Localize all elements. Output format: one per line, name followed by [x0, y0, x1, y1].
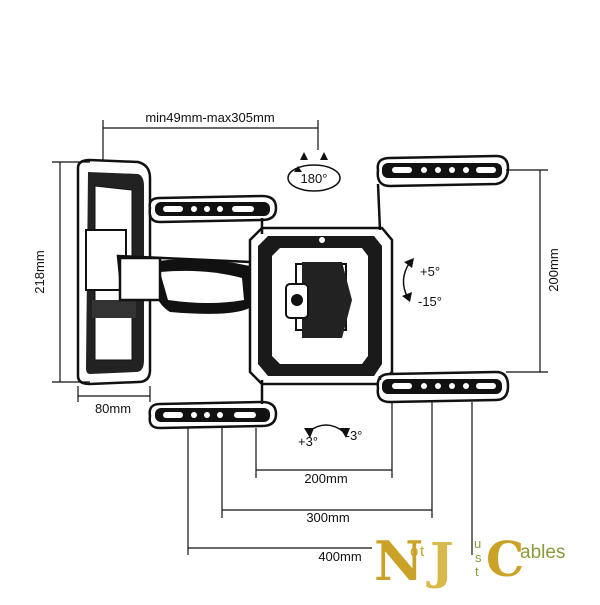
- tilt-up-label: +5°: [420, 264, 440, 279]
- tilt-down-label: -15°: [418, 294, 442, 309]
- rotation-left-label: +3°: [298, 434, 318, 449]
- bottom-right-rail: [376, 370, 510, 404]
- vesa-200-dimension: 200mm: [255, 402, 393, 486]
- swivel-arm: [116, 254, 256, 314]
- logo-letter-j: J: [426, 531, 454, 590]
- rail-connectors: [260, 183, 382, 404]
- swivel-indicator: 180°: [287, 152, 341, 192]
- vesa-300-dimension: 300mm: [221, 402, 433, 525]
- rotation-indicator: +3° -3°: [298, 424, 363, 449]
- arm-extension-dimension: min49mm-max305mm: [102, 110, 319, 160]
- top-left-rail: [148, 194, 278, 224]
- bottom-left-rail: [148, 400, 278, 430]
- logo-letter-s: s: [475, 550, 482, 565]
- vesa-300-label: 300mm: [306, 510, 349, 525]
- logo-letter-c: C: [486, 532, 524, 588]
- vesa-400-label: 400mm: [318, 549, 361, 564]
- brand-logo: N o t J u s t C ables: [374, 529, 565, 593]
- vesa-vertical-label: 200mm: [546, 248, 561, 291]
- logo-letter-o: o: [410, 543, 418, 560]
- tilt-indicator: +5° -15°: [402, 258, 442, 309]
- arm-extension-label: min49mm-max305mm: [145, 110, 274, 125]
- top-right-rail: [376, 154, 510, 188]
- wall-plate: [76, 158, 152, 386]
- swivel-label: 180°: [301, 171, 328, 186]
- wall-plate-width-label: 80mm: [95, 401, 131, 416]
- vesa-200-label: 200mm: [304, 471, 347, 486]
- logo-letter-n: N: [374, 529, 423, 593]
- logo-word-ables: ables: [520, 542, 565, 563]
- logo-letter-t2: t: [475, 564, 479, 579]
- wall-plate-width-dimension: 80mm: [77, 386, 151, 416]
- rotation-right-label: -3°: [346, 428, 363, 443]
- wall-plate-height-label: 218mm: [32, 250, 47, 293]
- mounting-plate: [248, 226, 394, 386]
- vesa-vertical-dimension: 200mm: [506, 169, 561, 373]
- logo-letter-t: t: [420, 543, 425, 560]
- wall-plate-height-dimension: 218mm: [32, 161, 90, 383]
- vesa-400-dimension: 400mm: [187, 402, 473, 564]
- logo-letter-u: u: [474, 536, 481, 551]
